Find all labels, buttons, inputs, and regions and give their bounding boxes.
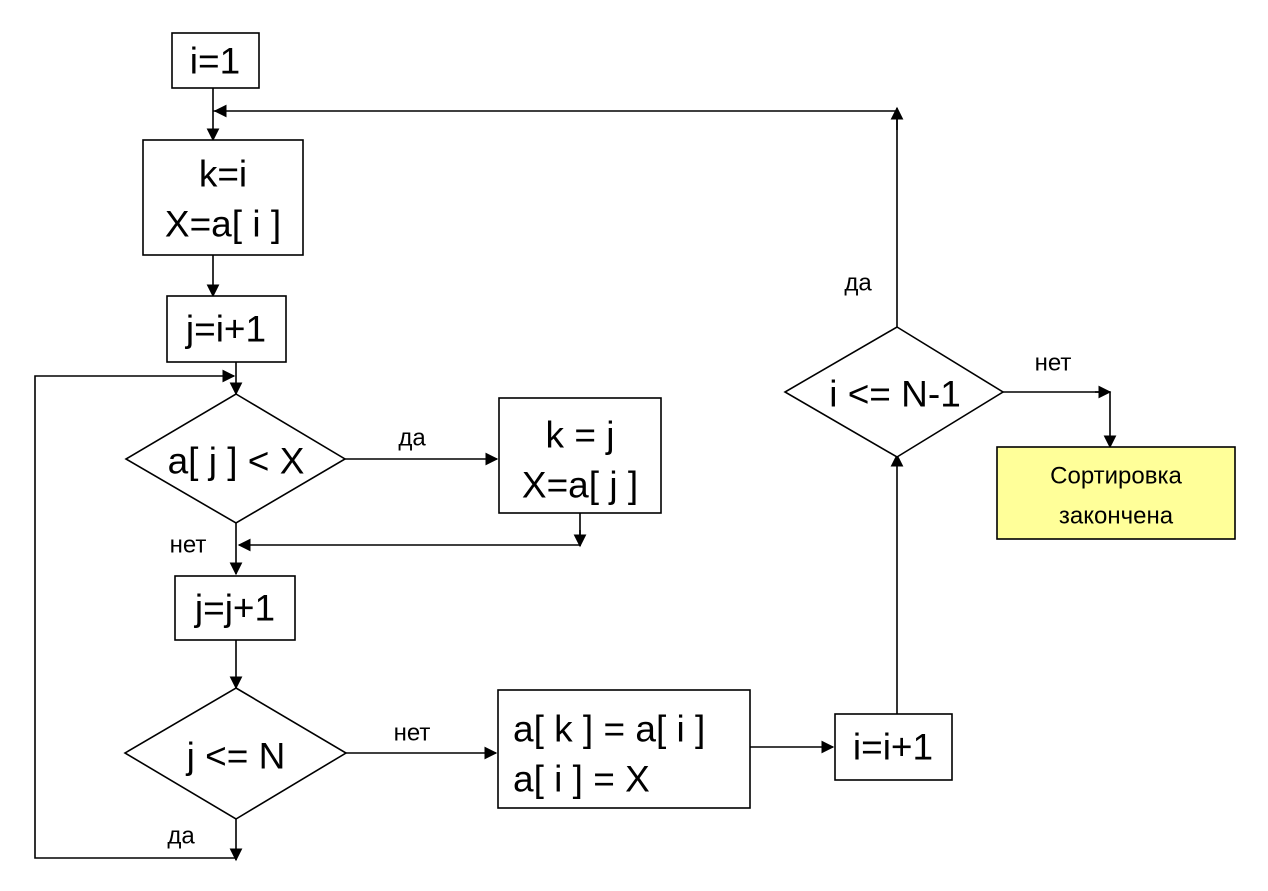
cond-j-label: j <= N [186,736,286,777]
label-cond-j-no: нет [394,720,431,747]
node-inc-i: i=i+1 [834,713,953,781]
set-x-label: X=a[ i ] [165,204,281,245]
done-line1-label: Сортировка [1050,463,1182,490]
cond-i-label: i <= N-1 [829,374,961,415]
upd-k-label: k = j [546,415,615,456]
edge-outer-loop-back [213,110,898,327]
decision-cond-i: i <= N-1 [783,326,1005,458]
node-swap: a[ k ] = a[ i ] a[ i ] = X [497,689,751,809]
edge-inner-loop-back [34,369,236,859]
inc-i-label: i=i+1 [853,727,933,768]
label-cond-i-yes: да [844,270,872,297]
node-inc-j: j=j+1 [174,575,296,641]
node-upd: k = j X=a[ j ] [498,397,662,514]
edge-cond-i-no [1003,391,1117,449]
node-done: Сортировка закончена [996,446,1236,540]
node-init-j: j=i+1 [166,295,287,363]
label-cond-i-no: нет [1035,350,1072,377]
decision-cond-j: j <= N [123,687,348,820]
decision-cond-min: a[ j ] < X [124,393,347,524]
swap-line2-label: a[ i ] = X [513,759,650,800]
node-set-k: k=i X=a[ i ] [142,139,304,256]
edge-upd-merge [237,513,581,552]
cond-min-label: a[ j ] < X [168,441,305,482]
label-cond-j-yes: да [167,823,195,850]
done-line2-label: закончена [1059,503,1174,530]
swap-line1-label: a[ k ] = a[ i ] [513,709,705,750]
init-j-label: j=i+1 [185,309,266,350]
node-init-i: i=1 [171,32,260,89]
upd-x-label: X=a[ j ] [522,465,638,506]
inc-j-label: j=j+1 [194,588,275,629]
set-k-label: k=i [199,154,247,195]
connectors [34,88,1117,862]
label-cond-min-yes: да [398,425,426,452]
init-i-label: i=1 [190,41,240,82]
edge-labels: да нет нет да да нет [167,270,1071,850]
label-cond-min-no: нет [170,532,207,559]
